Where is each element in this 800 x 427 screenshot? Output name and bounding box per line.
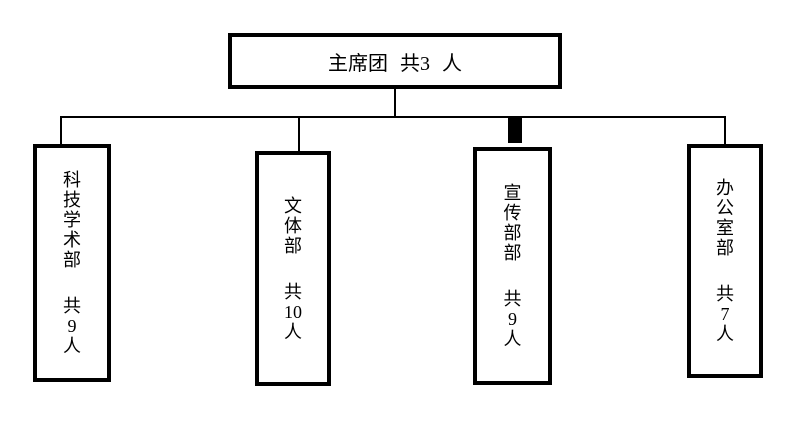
dept-name: 办公室部 xyxy=(716,178,734,258)
connector-branch-1 xyxy=(60,116,62,146)
dept-count: 共9人 xyxy=(63,296,81,356)
root-box: 主席团 共3 人 xyxy=(228,33,562,89)
dept-name: 文体部 xyxy=(284,195,302,256)
connector-branch-2 xyxy=(298,116,300,152)
connector-root-stem xyxy=(394,89,396,117)
connector-branch-4 xyxy=(724,116,726,145)
dept-count: 共10人 xyxy=(284,281,302,342)
dept-name: 科技学术部 xyxy=(63,170,81,270)
dept-box: 科技学术部 共9人 xyxy=(33,144,111,382)
dept-box: 文体部 共10人 xyxy=(255,151,331,386)
connector-branch-3-thick xyxy=(508,116,522,143)
dept-box: 宣传部部 共9人 xyxy=(473,147,552,385)
dept-box: 办公室部 共7人 xyxy=(687,144,763,378)
dept-count: 共9人 xyxy=(503,289,522,349)
root-label: 主席团 共3 人 xyxy=(328,52,462,75)
dept-name: 宣传部部 xyxy=(503,183,522,263)
dept-count: 共7人 xyxy=(716,284,734,344)
connector-horizontal-rail xyxy=(60,116,726,118)
